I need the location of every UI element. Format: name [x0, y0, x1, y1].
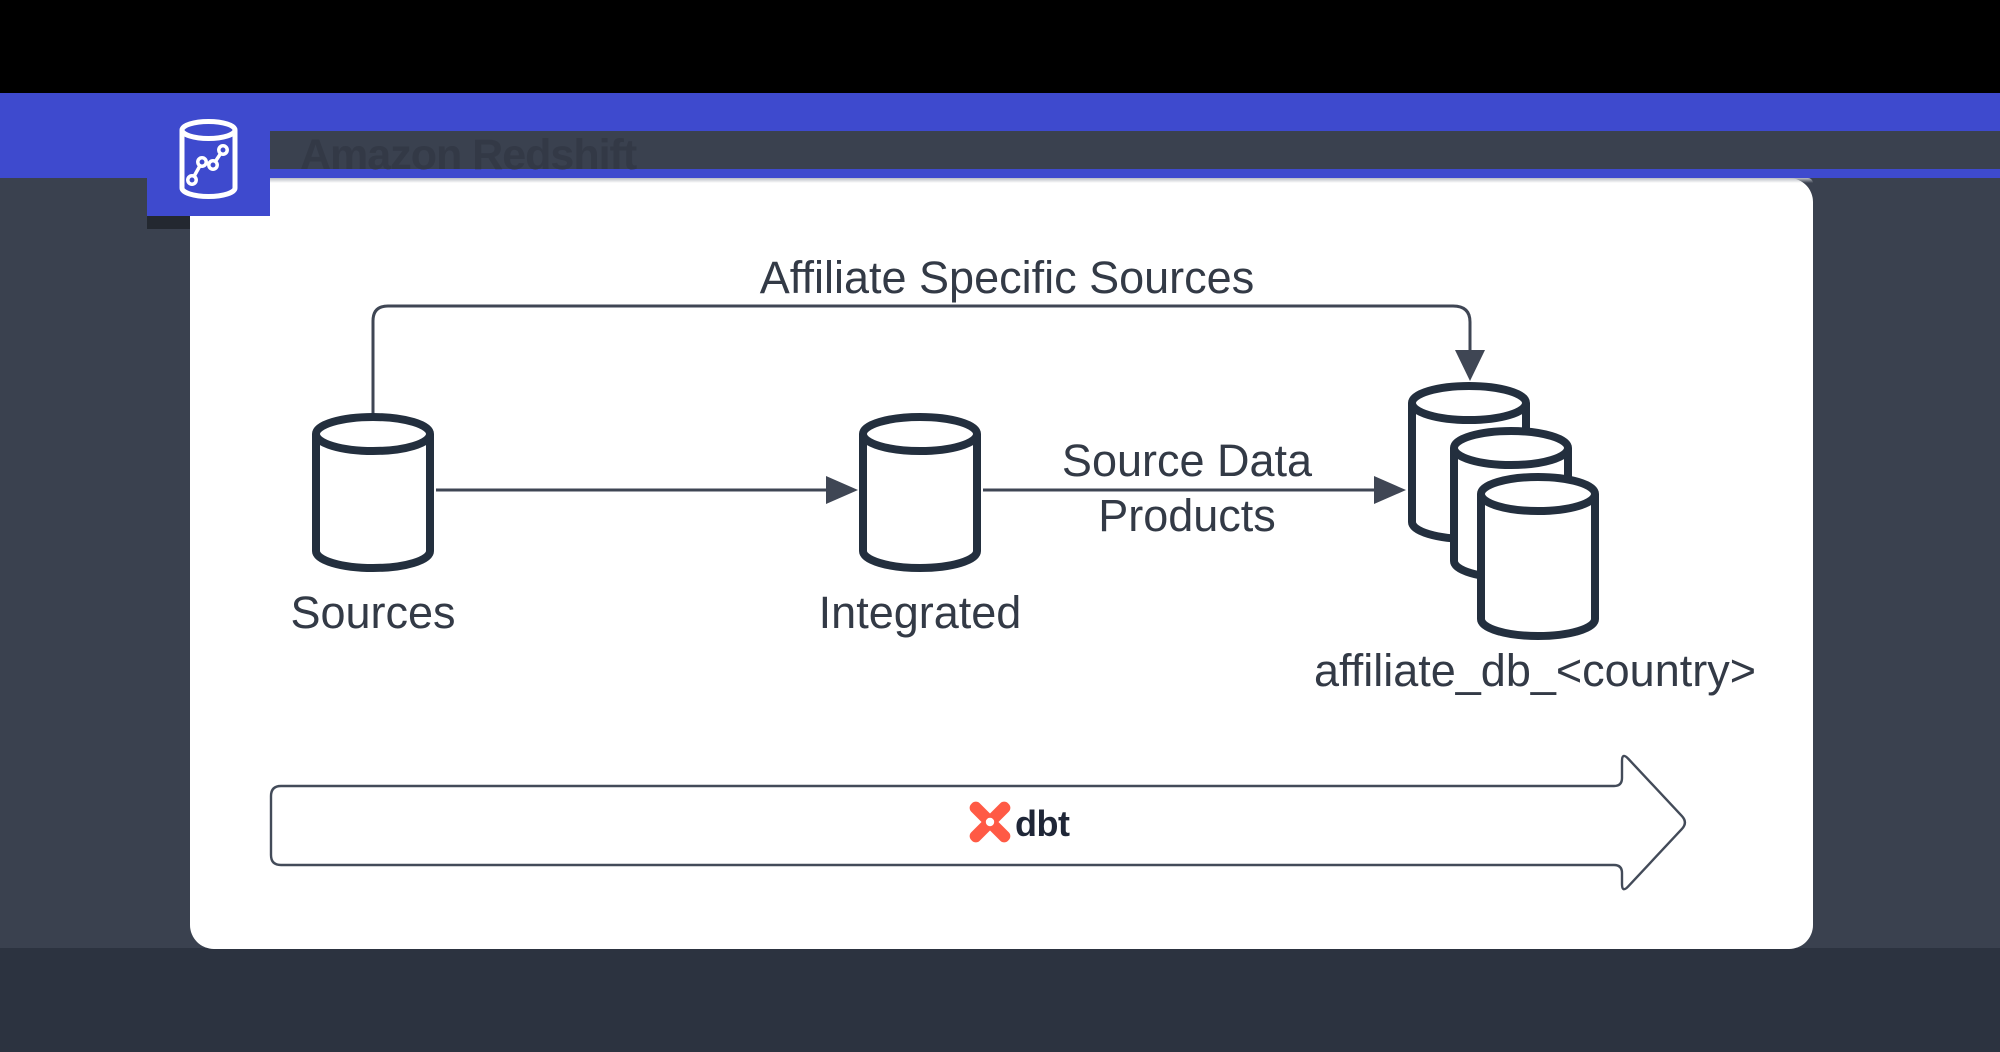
top-black-band [0, 0, 2000, 93]
redshift-database-icon [147, 97, 270, 216]
connector-label: Affiliate Specific Sources [759, 252, 1255, 303]
edge-label-line2: Products [1098, 490, 1276, 541]
header-gap-strip [270, 131, 2000, 169]
sources-cylinder [312, 413, 434, 572]
page-title: Amazon Redshift [300, 131, 637, 179]
affiliate-sources-connector [371, 304, 1472, 420]
arrowhead [1374, 476, 1406, 504]
integrated-cylinder [859, 413, 981, 572]
edge-label-line1: Source Data [1061, 435, 1313, 486]
icon-shadow-tab [147, 216, 190, 229]
dbt-logo-icon [969, 801, 1011, 843]
sources-label: Sources [290, 587, 456, 638]
diagram [269, 304, 1687, 891]
dbt-flow-arrow [269, 754, 1687, 891]
card-top-shade [190, 178, 1813, 183]
arrowhead-down [1455, 350, 1485, 381]
affiliate-cylinder-stack [1408, 382, 1599, 640]
dbt-label: dbt [1015, 803, 1070, 844]
arrowhead [826, 476, 858, 504]
affiliate-db-label: affiliate_db_<country> [1313, 645, 1757, 696]
footer-band [0, 948, 2000, 1052]
integrated-label: Integrated [818, 587, 1022, 638]
